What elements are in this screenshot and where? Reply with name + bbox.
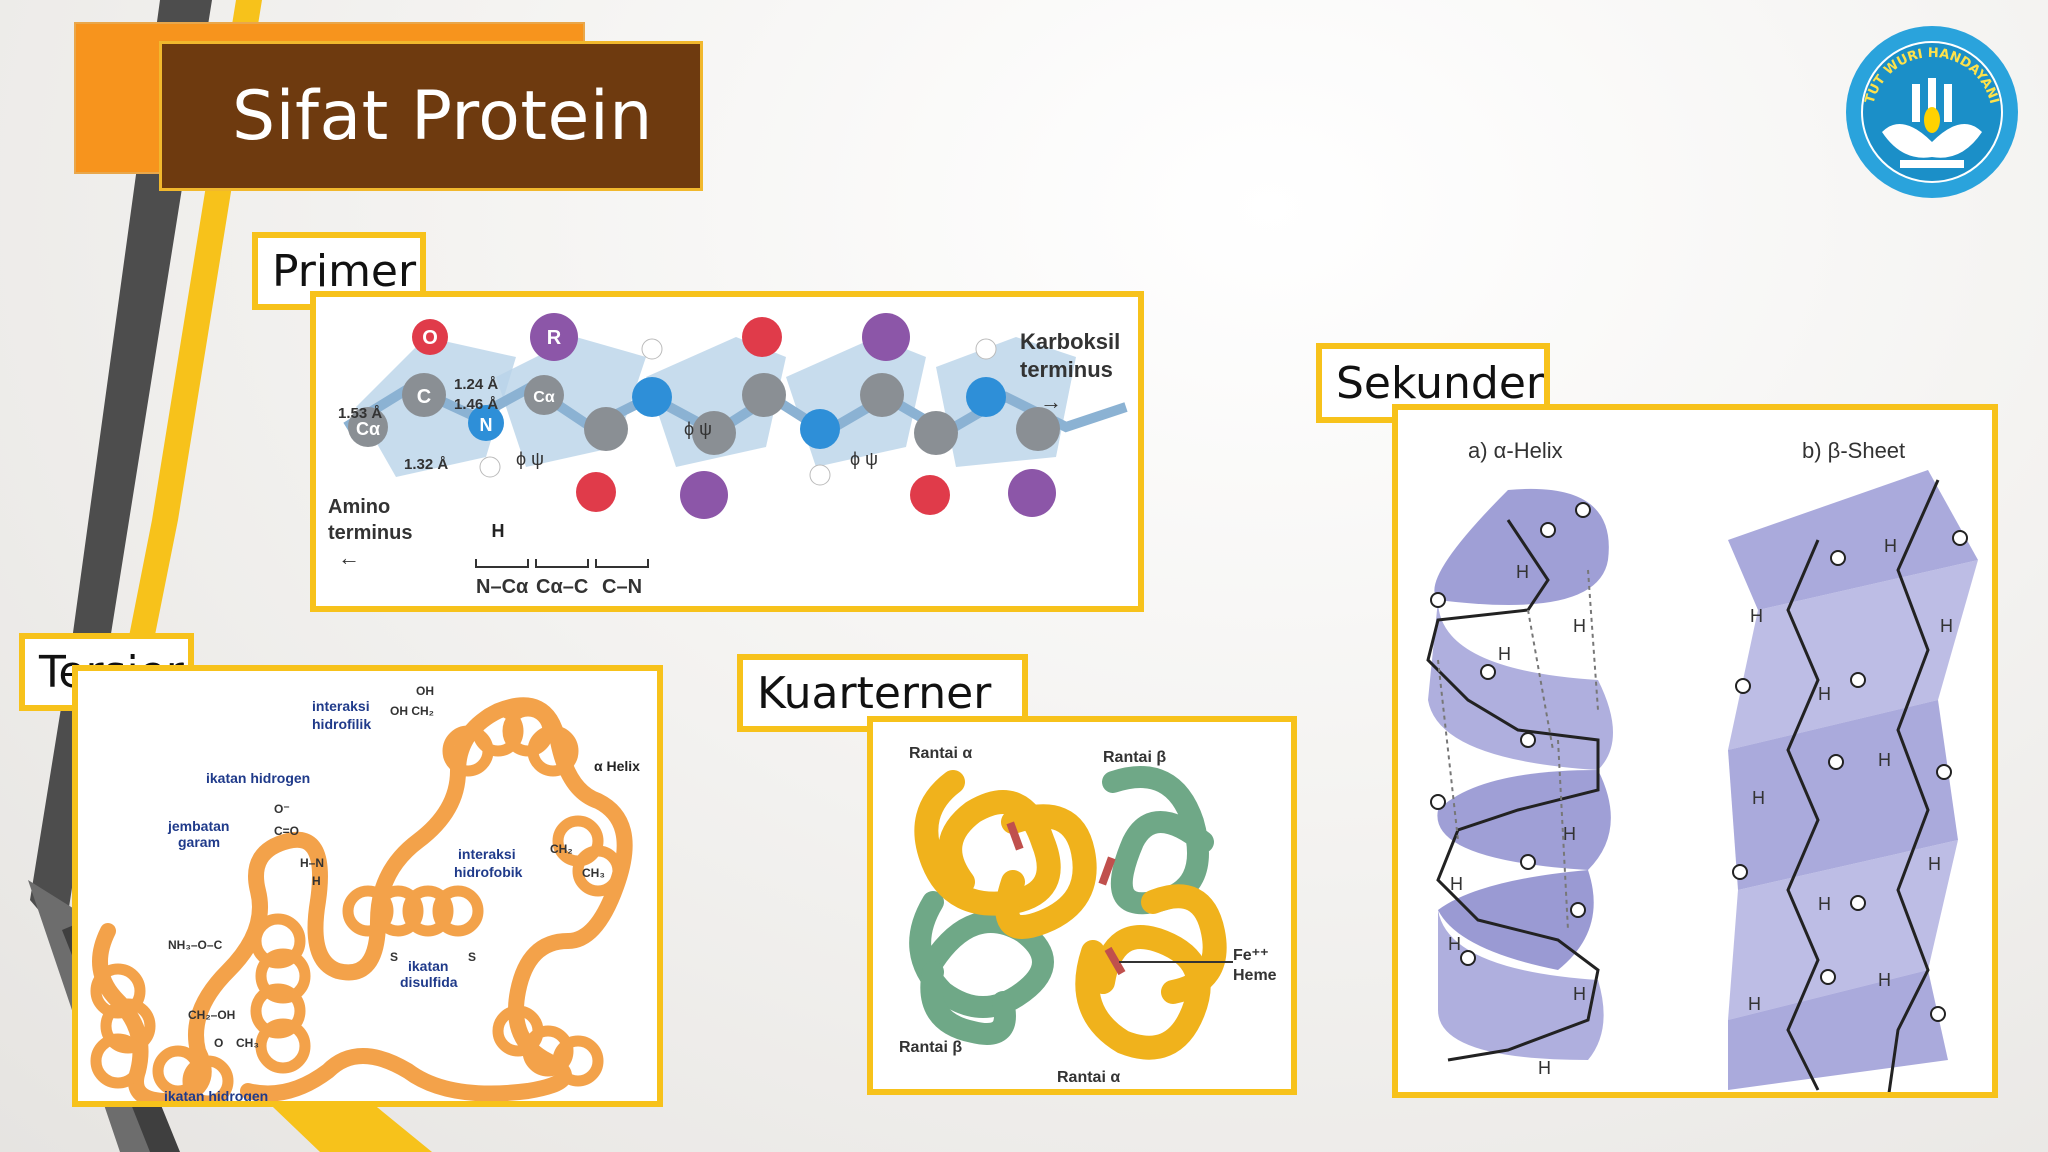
atom-h: H: [492, 521, 505, 541]
atom-r: R: [547, 327, 562, 349]
quaternary-structure-diagram: Rantai α Rantai β Rantai β Rantai α Fe⁺⁺…: [899, 745, 1277, 1086]
bond-132: 1.32 Å: [404, 456, 448, 473]
chem-o-minus: O⁻: [274, 802, 290, 816]
interaksi-hidrofobik-1: interaksi: [458, 846, 516, 862]
secondary-structure-diagram: a) α-Helix b) β-Sheet H H H H H H H H: [1426, 438, 1978, 1092]
helix-h-1: H: [1516, 562, 1529, 582]
label-primer-text: Primer: [272, 245, 417, 297]
bond-153: 1.53 Å: [338, 405, 382, 422]
jembatan-garam-1: jembatan: [167, 818, 229, 834]
chem-ch3: CH₃: [582, 866, 605, 880]
carboxyl-terminus-line1: Karboksil: [1020, 329, 1120, 354]
sheet-h-8: H: [1818, 894, 1831, 914]
chem-ch3b: CH₃: [236, 1036, 259, 1050]
amino-terminus-line2: terminus: [328, 522, 412, 544]
sheet-h-7: H: [1928, 854, 1941, 874]
interaksi-hidrofobik-2: hidrofobik: [454, 864, 523, 880]
sheet-title: b) β-Sheet: [1802, 438, 1905, 463]
sheet-h-2: H: [1750, 606, 1763, 626]
carboxyl-terminus-line2: terminus: [1020, 357, 1113, 382]
atom-n: N: [480, 415, 493, 435]
jembatan-garam-2: garam: [178, 834, 220, 850]
angle-phi-psi-2: ϕ ψ: [684, 419, 712, 439]
fe-label: Fe⁺⁺: [1233, 947, 1269, 964]
panel-kuarterner: Rantai α Rantai β Rantai β Rantai α Fe⁺⁺…: [867, 716, 1297, 1095]
chem-oh-ch2: OH CH₂: [390, 704, 434, 718]
slide-title: Sifat Protein: [232, 76, 653, 156]
ikatan-hidrogen-bottom: ikatan hidrogen: [164, 1088, 268, 1104]
chain-beta-top: Rantai β: [1103, 749, 1166, 766]
panel-primer: O R C Cα Cα N H 1.53 Å 1.24 Å 1.46 Å 1.3…: [310, 291, 1144, 612]
panel-tersier: interaksi hidrofilik ikatan hidrogen jem…: [72, 665, 663, 1107]
primary-structure-diagram: O R C Cα Cα N H 1.53 Å 1.24 Å 1.46 Å 1.3…: [328, 313, 1128, 598]
atom-ca-2: Cα: [533, 389, 555, 406]
chain-alpha-bottom: Rantai α: [1057, 1069, 1120, 1086]
chem-s-2: S: [468, 950, 476, 964]
amino-terminus-line1: Amino: [328, 496, 390, 518]
bracket-ca-c: Cα–C: [536, 576, 588, 598]
atom-ca: Cα: [356, 419, 380, 439]
tertiary-structure-diagram: interaksi hidrofilik ikatan hidrogen jem…: [90, 684, 640, 1104]
sheet-h-1: H: [1884, 536, 1897, 556]
title-box: Sifat Protein: [159, 41, 703, 191]
sheet-h-9: H: [1878, 970, 1891, 990]
ikatan-disulfida-2: disulfida: [400, 974, 458, 990]
chem-s-1: S: [390, 950, 398, 964]
chem-oh: OH: [416, 684, 434, 698]
ikatan-hidrogen-top: ikatan hidrogen: [206, 770, 310, 786]
label-kuarterner-text: Kuarterner: [757, 667, 992, 719]
bracket-c-n: C–N: [602, 576, 642, 598]
tut-wuri-handayani-logo: TUT WURI HANDAYANI: [1846, 26, 2018, 198]
helix-title: a) α-Helix: [1468, 438, 1563, 463]
chem-h: H: [312, 874, 321, 888]
helix-h-7: H: [1573, 984, 1586, 1004]
heme-label: Heme: [1233, 967, 1277, 984]
helix-h-6: H: [1448, 934, 1461, 954]
alpha-helix-label: α Helix: [594, 758, 640, 774]
chem-ch2: CH₂: [550, 842, 573, 856]
chem-c-o: C=O: [274, 824, 299, 838]
helix-h-8: H: [1538, 1058, 1551, 1078]
chem-ch2oh: CH₂–OH: [188, 1008, 235, 1022]
atom-o: O: [422, 327, 438, 349]
bond-124: 1.24 Å: [454, 376, 498, 393]
sheet-h-3: H: [1940, 616, 1953, 636]
sheet-h-5: H: [1878, 750, 1891, 770]
label-sekunder-text: Sekunder: [1336, 357, 1544, 409]
helix-h-2: H: [1573, 616, 1586, 636]
bracket-n-ca: N–Cα: [476, 576, 529, 598]
chem-hn: H–N: [300, 856, 324, 870]
chain-alpha-top: Rantai α: [909, 745, 972, 762]
interaksi-hidrofilik-1: interaksi: [312, 698, 370, 714]
helix-h-3: H: [1498, 644, 1511, 664]
sheet-h-6: H: [1752, 788, 1765, 808]
arrow-left-icon: ←: [338, 545, 360, 570]
atom-c: C: [417, 386, 431, 408]
chem-o: O: [214, 1036, 223, 1050]
ikatan-disulfida-1: ikatan: [408, 958, 448, 974]
sheet-h-4: H: [1818, 684, 1831, 704]
bond-146: 1.46 Å: [454, 396, 498, 413]
sheet-h-10: H: [1748, 994, 1761, 1014]
angle-phi-psi-3: ϕ ψ: [850, 449, 878, 469]
arrow-right-icon: →: [1040, 389, 1062, 414]
panel-sekunder: a) α-Helix b) β-Sheet H H H H H H H H: [1392, 404, 1998, 1098]
chem-nh3: NH₃–O–C: [168, 938, 223, 952]
angle-phi-psi-1: ϕ ψ: [516, 449, 544, 469]
interaksi-hidrofilik-2: hidrofilik: [312, 716, 371, 732]
helix-h-4: H: [1563, 824, 1576, 844]
chain-beta-bottom: Rantai β: [899, 1039, 962, 1056]
helix-h-5: H: [1450, 874, 1463, 894]
